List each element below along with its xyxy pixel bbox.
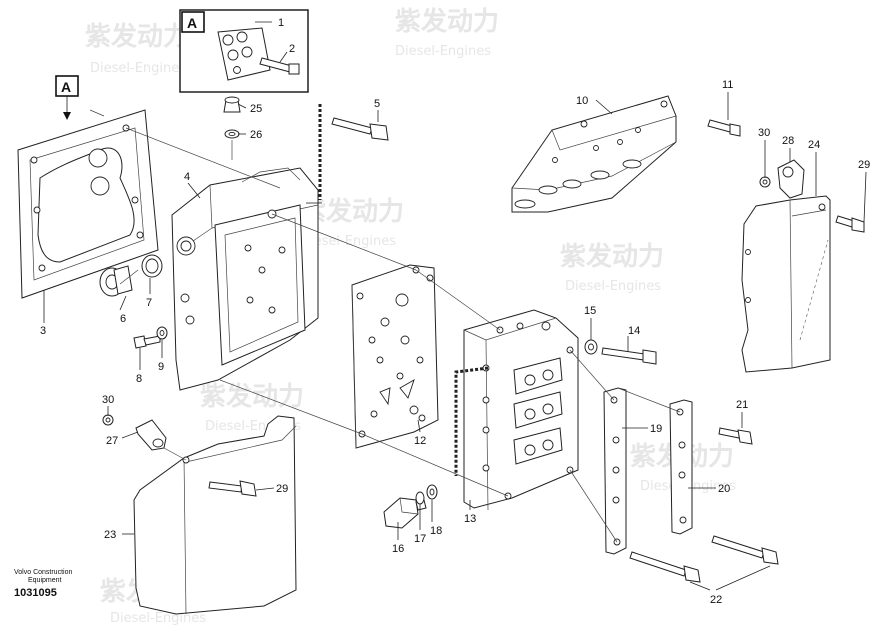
view-a-label: A [61, 79, 71, 95]
callout-24: 24 [808, 139, 820, 151]
detail-a-box: A [179, 9, 309, 93]
watermark-subtext: Diesel-Engines [565, 279, 661, 294]
callout-12: 12 [414, 435, 426, 447]
cover-part-23 [133, 415, 297, 615]
drawing-number: 1031095 [14, 587, 57, 599]
callout-21: 21 [736, 399, 748, 411]
callout-28: 28 [782, 135, 794, 147]
footer-company: Volvo Construction [14, 569, 72, 576]
leader-lines [43, 92, 867, 591]
washer-part-30-right [759, 176, 771, 188]
separator-plate-part-12 [351, 264, 439, 449]
callouts: 1 2 3 4 5 6 7 8 9 10 11 12 13 14 15 16 1… [40, 17, 870, 606]
callout-8: 8 [136, 373, 142, 385]
watermark-subtext: Diesel-Engines [110, 611, 206, 626]
callout-11: 11 [722, 79, 733, 91]
callout-4: 4 [184, 171, 190, 183]
bolt-part-22-b [711, 535, 779, 565]
callout-29-upper: 29 [858, 159, 870, 171]
watermark-subtext: Diesel-Engines [90, 61, 186, 76]
callout-30-left: 30 [102, 394, 114, 406]
callout-20: 20 [718, 483, 730, 495]
callout-2: 2 [289, 43, 295, 55]
watermark-text: 紫发动力 [560, 241, 664, 272]
washer-part-30-left [102, 414, 114, 426]
bracket-plate-part-10 [511, 95, 677, 213]
watermark-text: 紫发动力 [200, 381, 304, 412]
callout-15: 15 [584, 305, 596, 317]
valve-block-part-13 [463, 309, 579, 511]
callout-13: 13 [464, 513, 476, 525]
assembly-lines [119, 127, 681, 543]
callout-3: 3 [40, 325, 46, 337]
callout-5: 5 [374, 98, 380, 110]
watermark-subtext: Diesel-Engines [300, 234, 396, 249]
callout-30-right: 30 [758, 127, 770, 139]
callout-29-lower: 29 [276, 483, 288, 495]
bolt-part-5 [331, 117, 389, 141]
watermark-text: 紫发动力 [395, 6, 499, 37]
screw-part-8 [133, 335, 161, 349]
clip-part-27 [135, 419, 167, 451]
bolt-part-14 [601, 347, 657, 365]
bolt-part-21 [718, 427, 753, 445]
washer-part-15 [584, 339, 598, 355]
cover-part-24 [741, 195, 831, 373]
plug-part-25 [223, 96, 241, 113]
callout-9: 9 [158, 361, 164, 373]
callout-7: 7 [146, 297, 152, 309]
washer-part-9 [156, 326, 168, 340]
bolt-part-29-lower [208, 480, 257, 497]
bolt-part-11 [707, 119, 741, 137]
washer-part-17 [415, 491, 425, 505]
view-a-marker: A [55, 75, 79, 120]
callout-18: 18 [430, 525, 442, 537]
seal-ring-part-7 [141, 254, 163, 278]
plug-part-6 [99, 265, 133, 297]
gasket-part-3 [17, 109, 159, 299]
detail-a-label: A [187, 15, 197, 31]
footer-equipment: Equipment [28, 577, 62, 584]
washer-part-26 [224, 129, 240, 160]
valve-housing-part-4 [171, 167, 319, 391]
callout-26: 26 [250, 129, 262, 141]
callout-17: 17 [414, 533, 426, 545]
watermark-text: 紫发动力 [85, 21, 189, 52]
callout-6: 6 [120, 313, 126, 325]
callout-1: 1 [278, 17, 284, 29]
strip-part-19 [603, 387, 627, 555]
callout-23: 23 [104, 529, 116, 541]
seal-ring-part-18 [426, 484, 438, 500]
footer: Volvo Construction Equipment 1031095 [14, 569, 72, 599]
callout-16: 16 [392, 543, 404, 555]
callout-14: 14 [628, 325, 640, 337]
callout-22: 22 [710, 594, 722, 606]
callout-19: 19 [650, 423, 662, 435]
strip-part-20 [669, 399, 693, 535]
bolt-part-29-upper [835, 215, 865, 233]
bolt-part-22-a [629, 551, 701, 583]
watermark-subtext: Diesel-Engines [395, 44, 491, 59]
clip-part-28 [777, 159, 805, 199]
callout-10: 10 [576, 95, 588, 107]
callout-27: 27 [106, 435, 118, 447]
callout-25: 25 [250, 103, 262, 115]
